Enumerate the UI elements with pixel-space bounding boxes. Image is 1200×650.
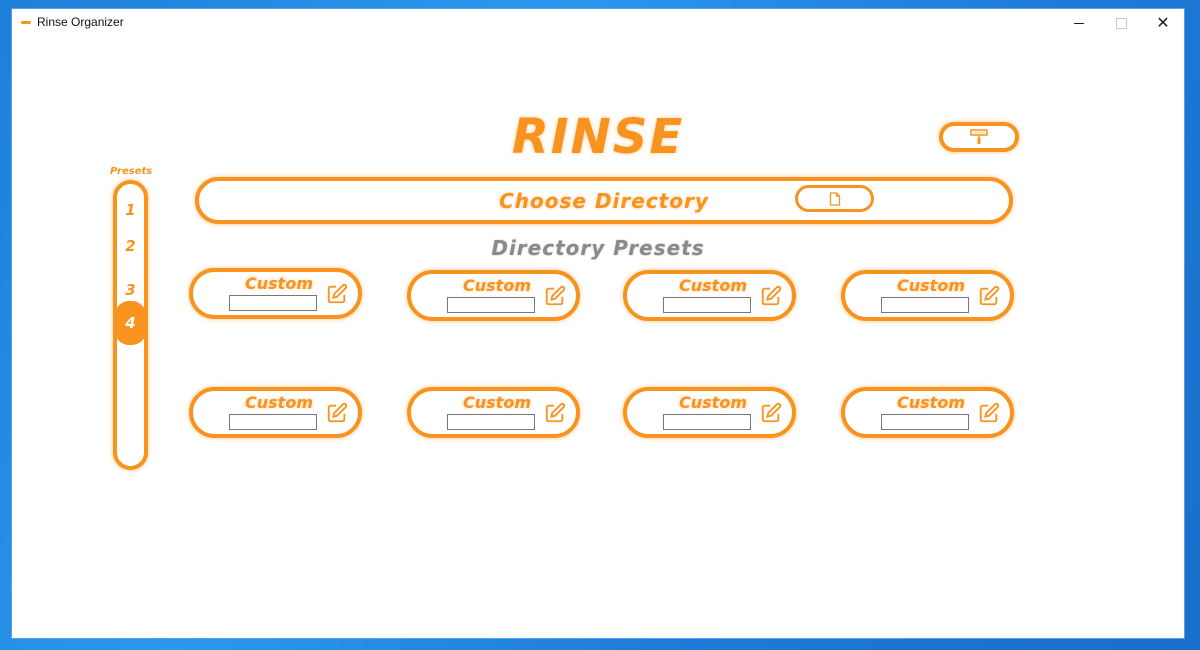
close-button[interactable]: ✕ xyxy=(1142,9,1184,37)
preset-name-input[interactable] xyxy=(447,414,535,430)
preset-card-label: Custom xyxy=(463,276,531,295)
title-bar: Rinse Organizer ✕ xyxy=(12,9,1184,37)
browse-file-button[interactable] xyxy=(795,185,874,212)
preset-card: Custom xyxy=(623,270,796,321)
app-heading: RINSE xyxy=(511,109,685,165)
preset-card: Custom xyxy=(407,270,580,321)
preset-card: Custom xyxy=(841,270,1014,321)
edit-button[interactable] xyxy=(542,400,568,426)
edit-icon xyxy=(327,283,348,304)
theme-button[interactable] xyxy=(939,122,1019,152)
file-icon xyxy=(829,191,840,206)
edit-icon xyxy=(979,285,1000,306)
edit-icon xyxy=(761,285,782,306)
preset-card-label: Custom xyxy=(245,274,313,293)
preset-card-label: Custom xyxy=(679,276,747,295)
edit-button[interactable] xyxy=(324,400,350,426)
preset-name-input[interactable] xyxy=(663,297,751,313)
paint-roller-icon xyxy=(970,129,988,144)
close-icon: ✕ xyxy=(1156,13,1170,32)
minimize-button[interactable] xyxy=(1058,9,1100,37)
choose-directory-label: Choose Directory xyxy=(499,189,709,213)
preset-item-1[interactable]: 1 xyxy=(125,201,136,219)
edit-icon xyxy=(327,402,348,423)
maximize-button[interactable] xyxy=(1100,9,1142,37)
minimize-icon xyxy=(1074,22,1084,24)
preset-card: Custom xyxy=(623,387,796,438)
edit-icon xyxy=(545,402,566,423)
edit-button[interactable] xyxy=(324,281,350,307)
preset-card: Custom xyxy=(189,387,362,438)
preset-name-input[interactable] xyxy=(881,297,969,313)
preset-item-2[interactable]: 2 xyxy=(125,237,136,255)
preset-card: Custom xyxy=(189,268,362,319)
edit-button[interactable] xyxy=(976,400,1002,426)
app-window: Rinse Organizer ✕ RINSE Presets 1 2 3 4 … xyxy=(12,9,1184,638)
preset-name-input[interactable] xyxy=(663,414,751,430)
preset-name-input[interactable] xyxy=(229,414,317,430)
choose-directory-bar[interactable]: Choose Directory xyxy=(195,177,1013,224)
preset-name-input[interactable] xyxy=(229,295,317,311)
presets-section-title: Directory Presets xyxy=(491,236,705,260)
edit-icon xyxy=(545,285,566,306)
maximize-icon xyxy=(1115,17,1127,29)
window-title: Rinse Organizer xyxy=(37,15,124,29)
app-icon xyxy=(21,21,31,24)
preset-card-label: Custom xyxy=(897,276,965,295)
preset-card-label: Custom xyxy=(463,393,531,412)
edit-icon xyxy=(761,402,782,423)
edit-button[interactable] xyxy=(542,283,568,309)
presets-label: Presets xyxy=(110,166,153,177)
preset-item-3[interactable]: 3 xyxy=(125,281,136,299)
preset-name-input[interactable] xyxy=(881,414,969,430)
preset-card-label: Custom xyxy=(679,393,747,412)
edit-button[interactable] xyxy=(758,283,784,309)
preset-card-label: Custom xyxy=(245,393,313,412)
preset-selector: 1 2 3 4 xyxy=(113,180,148,470)
preset-card: Custom xyxy=(407,387,580,438)
preset-card-label: Custom xyxy=(897,393,965,412)
preset-item-4-active[interactable]: 4 xyxy=(115,301,146,345)
edit-button[interactable] xyxy=(976,283,1002,309)
preset-card: Custom xyxy=(841,387,1014,438)
edit-icon xyxy=(979,402,1000,423)
preset-name-input[interactable] xyxy=(447,297,535,313)
edit-button[interactable] xyxy=(758,400,784,426)
